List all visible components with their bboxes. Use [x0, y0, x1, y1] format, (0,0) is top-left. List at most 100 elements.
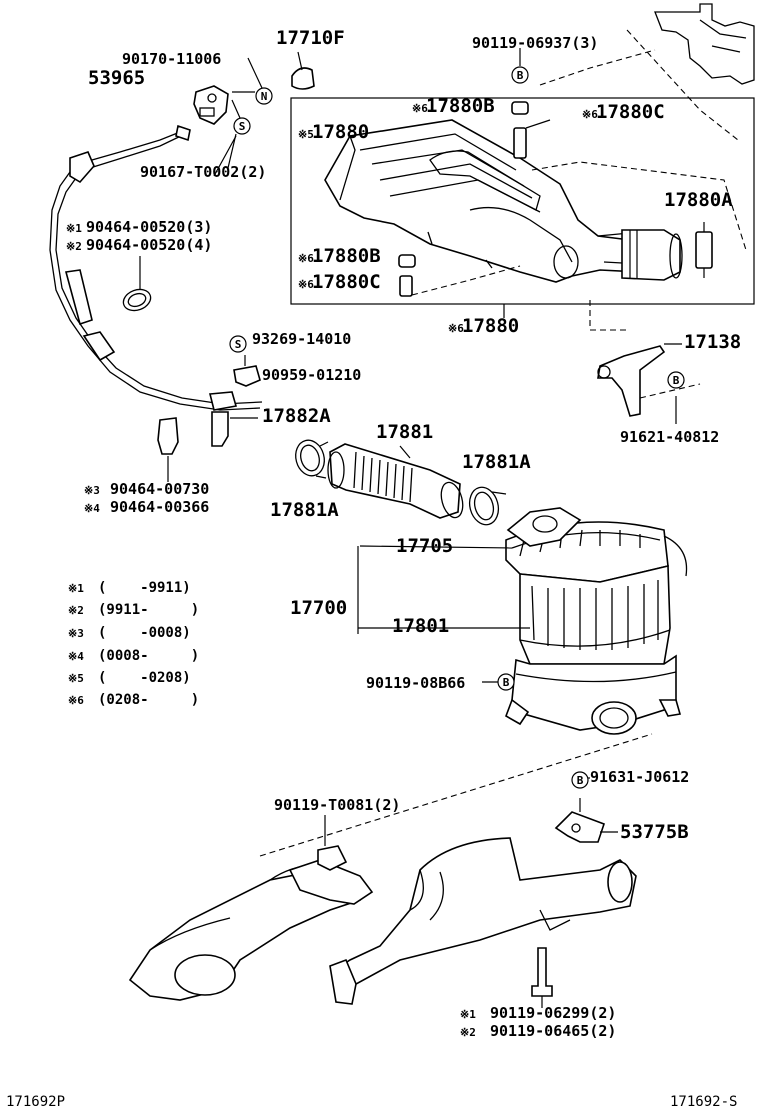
label-part-p14: 17880 [462, 315, 519, 337]
marker-b-3: B [497, 673, 515, 691]
label-part-p33: 90119-06465(2) [490, 1022, 616, 1040]
label-part-p16: 17138 [684, 331, 741, 353]
note-mark-5: ※5 [298, 128, 314, 141]
dash-guide-4 [259, 733, 653, 857]
svg-text:S: S [239, 120, 246, 133]
marker-b-2: B [667, 371, 685, 389]
note-mark-1b: ※1 [460, 1008, 476, 1021]
svg-text:B: B [673, 374, 680, 387]
label-part-p30: 90119-T0081(2) [274, 796, 400, 814]
hose-cable-left [49, 124, 263, 411]
grommet-17880B-top [511, 101, 529, 115]
label-part-p13: 17880C [312, 271, 381, 293]
label-part-p8: 90167-T0002(2) [140, 163, 266, 181]
legend-range: ( -0208) [98, 670, 191, 686]
label-part-p5: 17880B [426, 95, 495, 117]
bracket-53775B [554, 798, 606, 843]
svg-text:N: N [261, 90, 268, 103]
label-part-p31: 53775B [620, 821, 689, 843]
marker-s-1: S [233, 117, 251, 135]
grommet-17880B-bottom [398, 254, 416, 268]
label-part-p21: 17881A [462, 451, 531, 473]
legend-range: ( -9911) [98, 580, 191, 596]
date-range-legend: ※1 ( -9911) ※2 (9911- ) ※3 ( -0008) ※4 (… [68, 580, 199, 708]
label-part-p27: 17801 [392, 615, 449, 637]
label-part-p15: 93269-14010 [252, 330, 351, 348]
svg-text:B: B [517, 69, 524, 82]
marker-s-2: S [229, 335, 247, 353]
label-part-p4: 53965 [88, 67, 145, 89]
marker-n: N [255, 87, 273, 105]
marker-b-1: B [511, 66, 529, 84]
legend-range: (0208- ) [98, 692, 199, 708]
legend-mark: ※6 [68, 694, 84, 707]
label-part-p10: 90464-00520(3) [86, 218, 212, 236]
clamp-17881A-left [295, 439, 329, 477]
label-part-p22: 90464-00730 [110, 480, 209, 498]
footer-code-left: 171692P [6, 1094, 65, 1110]
legend-range: (0008- ) [98, 648, 199, 664]
label-part-p20: 91621-40812 [620, 428, 719, 446]
note-mark-4a: ※4 [84, 502, 100, 515]
grommet-17880C-top [513, 119, 551, 159]
note-mark-6a: ※6 [412, 102, 428, 115]
label-part-p2: 17710F [276, 27, 345, 49]
label-part-p25: 17705 [396, 535, 453, 557]
legend-mark: ※1 [68, 582, 84, 595]
note-mark-1a: ※1 [66, 222, 82, 235]
dash-guide-1 [531, 161, 747, 251]
label-part-p29: 91631-J0612 [590, 768, 689, 786]
legend-range: ( -0008) [98, 625, 191, 641]
label-part-p17: 90959-01210 [262, 366, 361, 384]
label-part-p3: 90119-06937(3) [472, 34, 598, 52]
bolt-90119-T0081 [317, 815, 348, 871]
dash-guide-2 [411, 265, 521, 296]
label-part-p7: 17880 [312, 121, 369, 143]
label-part-p9: 17880A [664, 189, 733, 211]
intake-duct-17880 [324, 119, 683, 283]
label-part-p23: 90464-00366 [110, 498, 209, 516]
clamp-90464-00520 [122, 256, 152, 312]
legend-mark: ※2 [68, 604, 84, 617]
lower-duct [128, 837, 637, 1005]
label-part-p12: 17880B [312, 245, 381, 267]
bolt-90119-06299 [531, 947, 553, 1008]
air-intake-group-box [290, 97, 755, 305]
legend-mark: ※5 [68, 672, 84, 685]
footer-code-right: 171692-S [670, 1094, 737, 1110]
clip-93269-90959 [233, 355, 261, 387]
label-part-p28: 90119-08B66 [366, 674, 465, 692]
clamp-17881A-right [468, 486, 507, 526]
top-right-bracket [539, 3, 755, 141]
label-part-p26: 17700 [290, 597, 347, 619]
svg-text:B: B [577, 774, 584, 787]
legend-mark: ※3 [68, 627, 84, 640]
label-part-p18: 17882A [262, 405, 331, 427]
clip-17882A [211, 411, 258, 447]
cap-17710F [291, 67, 315, 90]
note-mark-6d: ※6 [298, 278, 314, 291]
legend-range: (9911- ) [98, 602, 199, 618]
clamp-17880A [695, 222, 713, 278]
hose-17881 [327, 443, 464, 519]
air-cleaner-17700 [505, 507, 688, 735]
note-mark-3a: ※3 [84, 484, 100, 497]
note-mark-6c: ※6 [298, 252, 314, 265]
label-part-p32: 90119-06299(2) [490, 1004, 616, 1022]
legend-mark: ※4 [68, 650, 84, 663]
note-mark-2b: ※2 [460, 1026, 476, 1039]
dash-guide-3 [589, 300, 626, 331]
note-mark-6e: ※6 [448, 322, 464, 335]
marker-b-4: B [571, 771, 589, 789]
grommet-17880C-bottom [399, 275, 413, 297]
note-mark-2a: ※2 [66, 240, 82, 253]
label-part-p6: 17880C [596, 101, 665, 123]
bracket-17138 [597, 343, 701, 417]
note-mark-6b: ※6 [582, 108, 598, 121]
svg-text:B: B [503, 676, 510, 689]
label-part-p11: 90464-00520(4) [86, 236, 212, 254]
bracket-53965 [193, 85, 255, 125]
label-part-p1: 90170-11006 [122, 50, 221, 68]
